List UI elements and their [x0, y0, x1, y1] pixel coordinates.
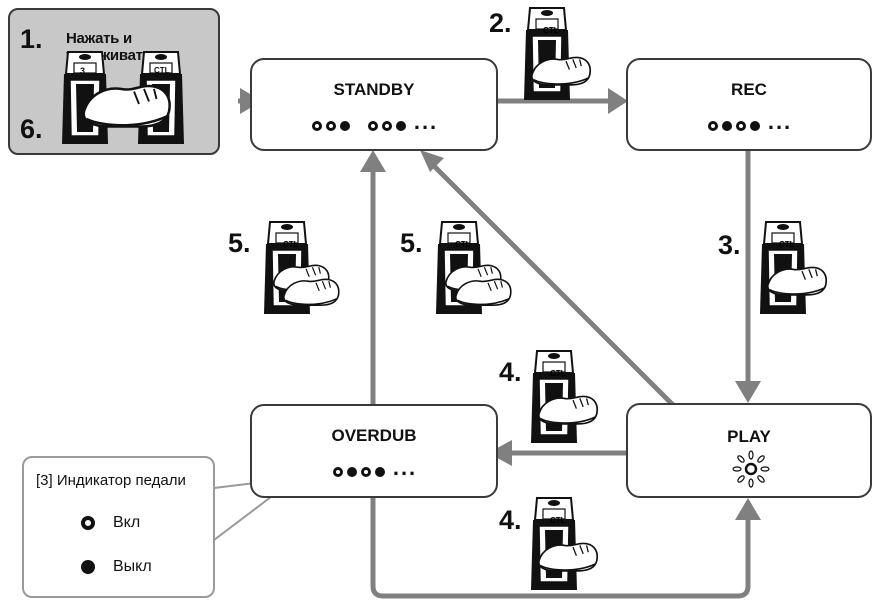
led-on-icon	[381, 120, 392, 131]
pedal-2-label: CTL	[543, 26, 559, 35]
pedal-step-5a	[263, 221, 340, 315]
blinking-led-icon	[732, 450, 770, 488]
arrow-heads	[240, 88, 761, 520]
led-on-icon	[367, 120, 378, 131]
pedal-step-2	[523, 7, 592, 101]
led-on-icon	[311, 120, 322, 131]
legend-off-label: Выкл	[113, 558, 152, 575]
led-on-icon	[735, 120, 746, 131]
led-on-icon	[81, 515, 95, 530]
state-standby-label: STANDBY	[333, 80, 415, 99]
led-on-icon	[332, 466, 343, 477]
indicator-legend: [3] Индикатор педали Вкл Выкл	[22, 456, 215, 598]
step-5-left-label: 5.	[228, 228, 251, 258]
led-off-icon	[339, 120, 350, 131]
state-rec: REC ...	[626, 58, 872, 151]
transition-arrows	[238, 98, 751, 599]
overdub-indicator: ...	[252, 454, 496, 481]
ellipsis: ...	[413, 108, 439, 134]
state-overdub-label: OVERDUB	[331, 426, 417, 445]
legend-on-row: Вкл	[81, 514, 140, 532]
pedal-step-4a	[530, 350, 599, 444]
arrow-overdub-play	[370, 498, 751, 599]
step-3-label: 3.	[718, 230, 741, 260]
step-6-label: 6.	[20, 114, 43, 144]
step-4-lower-label: 4.	[499, 505, 522, 535]
legend-title: [3] Индикатор педали	[36, 472, 186, 489]
pedal-step-5b	[435, 221, 512, 315]
pedal-step-4b	[530, 497, 599, 591]
step-4-upper-label: 4.	[499, 357, 522, 387]
led-off-icon	[346, 466, 357, 477]
led-on-icon	[325, 120, 336, 131]
legend-off-row: Выкл	[81, 558, 152, 576]
pedal-pair-art	[61, 51, 185, 145]
pedal-3-ctl-label: CTL	[779, 240, 795, 249]
pedal-ctl-label: CTL	[154, 66, 170, 75]
legend-on-label: Вкл	[113, 514, 141, 531]
state-standby: STANDBY ...	[250, 58, 498, 151]
pedal-5a-label: CTL	[283, 240, 299, 249]
pedal-5b-label: CTL	[455, 240, 471, 249]
ellipsis: ...	[767, 108, 793, 134]
led-off-icon	[374, 466, 385, 477]
led-on-icon	[360, 466, 371, 477]
hold-pedals-panel: 1. 6. Нажать и удерживать 3 CTL	[8, 8, 220, 155]
step-1-label: 1.	[20, 24, 43, 54]
led-off-icon	[721, 120, 732, 131]
ellipsis: ...	[392, 454, 418, 480]
state-play: PLAY	[626, 403, 872, 498]
pedal-3-label: 3	[80, 66, 86, 76]
pedal-4b-label: CTL	[550, 516, 566, 525]
arrow-play-standby	[430, 162, 678, 410]
led-off-icon	[395, 120, 406, 131]
led-on-icon	[707, 120, 718, 131]
standby-indicator: ...	[252, 108, 496, 135]
pedal-step-3	[759, 221, 828, 315]
rec-indicator: ...	[628, 108, 870, 135]
state-play-label: PLAY	[727, 427, 771, 446]
state-rec-label: REC	[731, 80, 767, 99]
step-2-label: 2.	[489, 8, 512, 38]
led-off-icon	[749, 120, 760, 131]
step-5-right-label: 5.	[400, 228, 423, 258]
pedal-4a-label: CTL	[550, 369, 566, 378]
state-overdub: OVERDUB ...	[250, 404, 498, 498]
led-off-icon	[81, 559, 95, 574]
